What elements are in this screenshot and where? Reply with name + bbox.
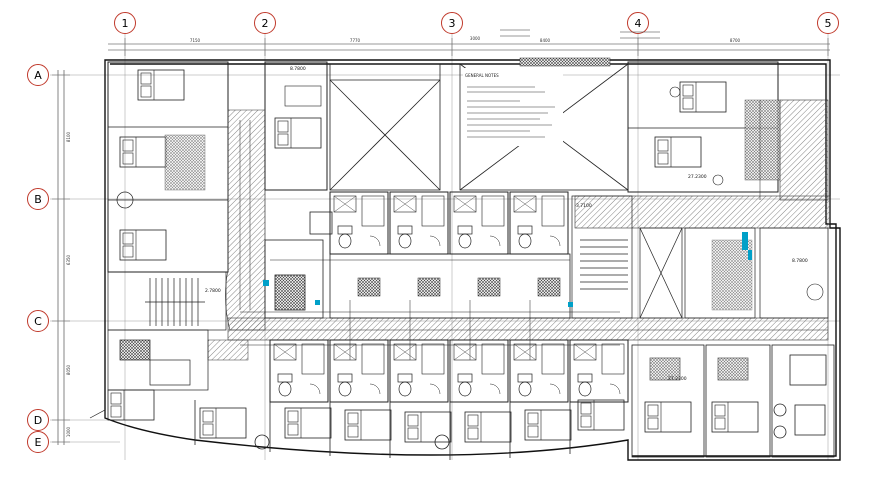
stair-left: [107, 271, 227, 331]
dim-1-2: 7150: [190, 38, 201, 43]
elevation-right-room: 8.7800: [792, 258, 808, 264]
grid-col-2: 2: [262, 17, 269, 30]
dim-D-E: 1000: [66, 426, 71, 437]
column-bubble-labels: 1 2 3 4 5: [122, 17, 832, 30]
rooms-lower-right: [631, 344, 835, 458]
grid-row-D: D: [34, 414, 42, 427]
dim-3-4: 8400: [540, 38, 551, 43]
rooms-upper-left: [107, 61, 229, 273]
elevator-core: [263, 211, 333, 319]
rooms-lower: [107, 389, 625, 460]
dim-A-B: 8100: [66, 131, 71, 142]
stair-right: [571, 195, 683, 319]
grid-col-4: 4: [635, 17, 642, 30]
grid-col-1: 1: [122, 17, 129, 30]
title-callouts: [500, 29, 660, 67]
elevation-room-2: 8.7800: [290, 66, 306, 72]
grid-col-3: 3: [449, 17, 456, 30]
grid-col-5: 5: [825, 17, 832, 30]
dim-B-C: 6350: [66, 254, 71, 265]
general-notes: GENERAL NOTES: [463, 68, 563, 146]
grid-row-B: B: [34, 193, 42, 206]
elevation-stair-left: 2.7800: [205, 288, 221, 294]
cyan-markers: [315, 250, 752, 307]
dim-3-notes: 3000: [470, 36, 481, 41]
room-lower-left: [89, 329, 209, 419]
grid-row-A: A: [34, 69, 42, 82]
mechanical-shafts-right: 8.7800: [684, 227, 829, 319]
dim-2-3: 7770: [350, 38, 361, 43]
left-dimension-labels: 8100 6350 8050 1000: [66, 131, 71, 437]
building-outline: [104, 59, 841, 461]
dim-4-5: 8700: [730, 38, 741, 43]
bathrooms-lower-row: [270, 340, 628, 402]
row-bubbles: [27, 64, 49, 453]
bathrooms-upper-row: [330, 192, 571, 319]
rooms-upper-right: 27.2300: [627, 61, 781, 193]
notes-title: GENERAL NOTES: [465, 73, 499, 78]
mep-piping: [228, 100, 828, 360]
row-bubble-labels: A B C D E: [34, 69, 42, 449]
top-dimension-labels: 7150 7770 3000 8400 8700: [190, 36, 741, 43]
rooms-column-2: 8.7800: [264, 61, 328, 191]
grid-row-E: E: [35, 436, 42, 449]
elevation-lower-right: 27.2300: [668, 376, 687, 382]
column-bubbles: [114, 12, 839, 34]
grid-row-C: C: [34, 315, 42, 328]
elevation-room-4: 27.2300: [688, 174, 707, 180]
corridor-hatched: [207, 99, 831, 361]
elevation-stair-right: 3.7100: [576, 203, 592, 209]
dim-C-D: 8050: [66, 364, 71, 375]
